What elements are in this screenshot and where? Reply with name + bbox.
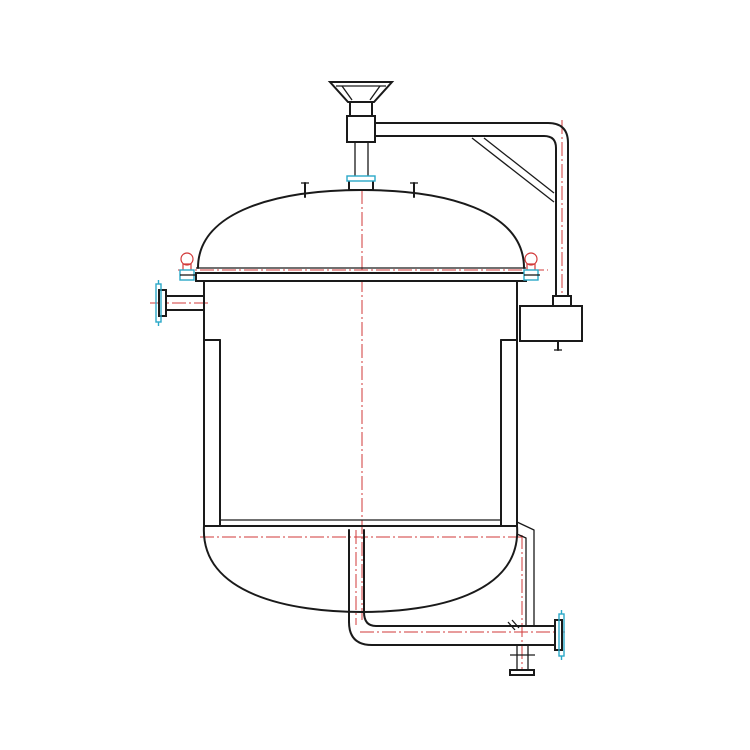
side-connection-box: [519, 305, 583, 342]
drive-motor: [346, 115, 376, 143]
inlet-nozzle: [155, 280, 205, 326]
right-eye-bolt: [523, 252, 540, 281]
drive-neck: [349, 101, 373, 117]
top-return-pipe: [374, 122, 583, 351]
bottom-head: [202, 525, 519, 613]
body-flange: [195, 272, 527, 282]
top-head: [197, 189, 525, 269]
base-foot: [509, 669, 535, 676]
bottom-outlet-pipe: [348, 529, 565, 660]
centerlines: [150, 120, 565, 672]
right-drain-leg: [509, 521, 535, 676]
support-brace: [471, 137, 555, 203]
top-drive-assembly: [301, 81, 418, 198]
funnel: [327, 81, 395, 103]
seal-flange: [346, 175, 376, 182]
vessel-shell: [203, 280, 518, 527]
left-eye-bolt: [179, 252, 196, 281]
